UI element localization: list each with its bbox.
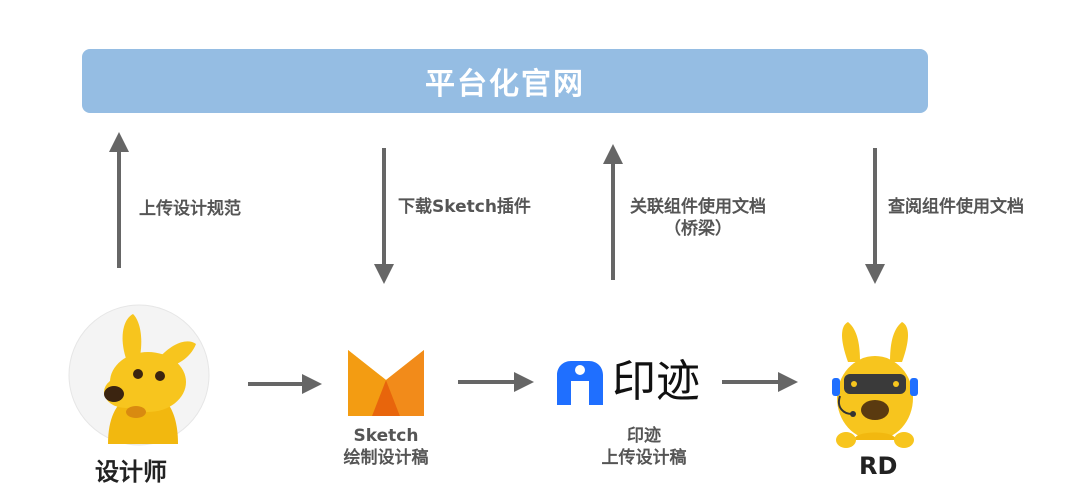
platform-website-bar: 平台化官网	[82, 49, 928, 113]
label-yinji: 印迹 上传设计稿	[586, 425, 702, 469]
label-download-plugin: 下载Sketch插件	[398, 197, 531, 217]
label-upload-spec: 上传设计规范	[139, 199, 241, 219]
label-designer: 设计师	[95, 458, 167, 486]
designer-mascot-icon	[68, 304, 210, 446]
label-sketch-line2: 绘制设计稿	[343, 448, 429, 468]
label-sketch: Sketch 绘制设计稿	[330, 425, 442, 469]
label-sketch-line1: Sketch	[353, 426, 419, 446]
label-yinji-line2: 上传设计稿	[601, 448, 687, 468]
label-rd: RD	[859, 452, 898, 480]
label-link-docs-line1: 关联组件使用文档	[630, 197, 766, 217]
label-link-docs: 关联组件使用文档 （桥梁）	[630, 196, 766, 240]
label-view-docs: 查阅组件使用文档	[888, 197, 1024, 217]
label-yinji-line1: 印迹	[627, 426, 661, 446]
platform-title: 平台化官网	[425, 67, 585, 102]
sketch-app-icon	[348, 350, 424, 416]
label-link-docs-line2: （桥梁）	[664, 219, 732, 239]
yinji-logo-text: 印迹	[612, 356, 700, 407]
rd-mascot-icon	[832, 322, 918, 448]
yinji-logo-icon	[557, 361, 603, 405]
